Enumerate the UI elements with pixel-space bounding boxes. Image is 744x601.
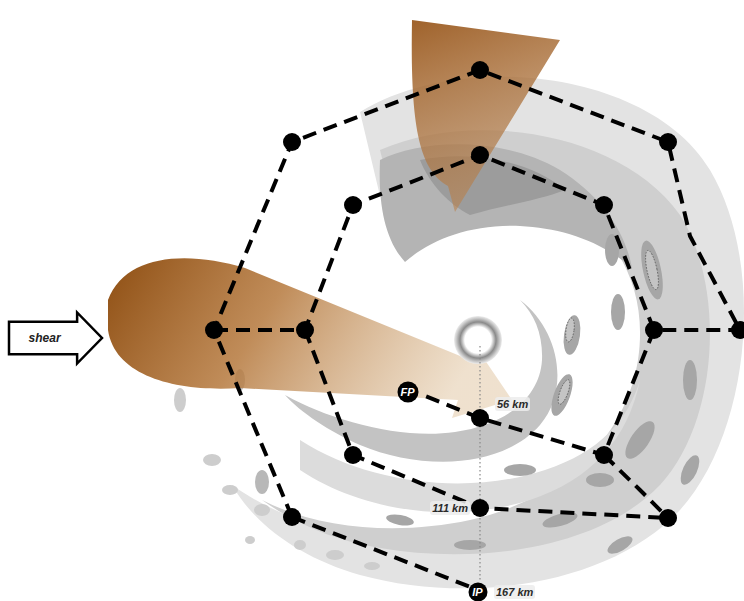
outer-rainband [232, 77, 744, 589]
flight-track [214, 70, 740, 590]
outflow-fan [412, 20, 560, 212]
distance-label: 56 km [495, 397, 530, 411]
upper-rainband [380, 144, 632, 268]
distance-label: 167 km [494, 585, 535, 599]
circle-marker [398, 382, 419, 403]
waypoint-id: FP [400, 386, 414, 399]
radial-line [479, 346, 480, 582]
waypoint-id: IP [472, 586, 482, 599]
eye-ring [454, 316, 502, 364]
waypoint-marker: FP [397, 381, 419, 403]
shear-arrow: shear [8, 311, 104, 365]
cell-outlines [556, 249, 661, 405]
shear-label: shear [29, 331, 61, 345]
distance-label: 111 km [430, 501, 470, 515]
outer-cells [174, 369, 380, 570]
waypoint-dots [205, 61, 744, 527]
waypoint-marker: IP [468, 582, 488, 601]
arrow-outline [9, 313, 102, 364]
circle-marker [469, 583, 488, 601]
eye-center [466, 328, 490, 352]
